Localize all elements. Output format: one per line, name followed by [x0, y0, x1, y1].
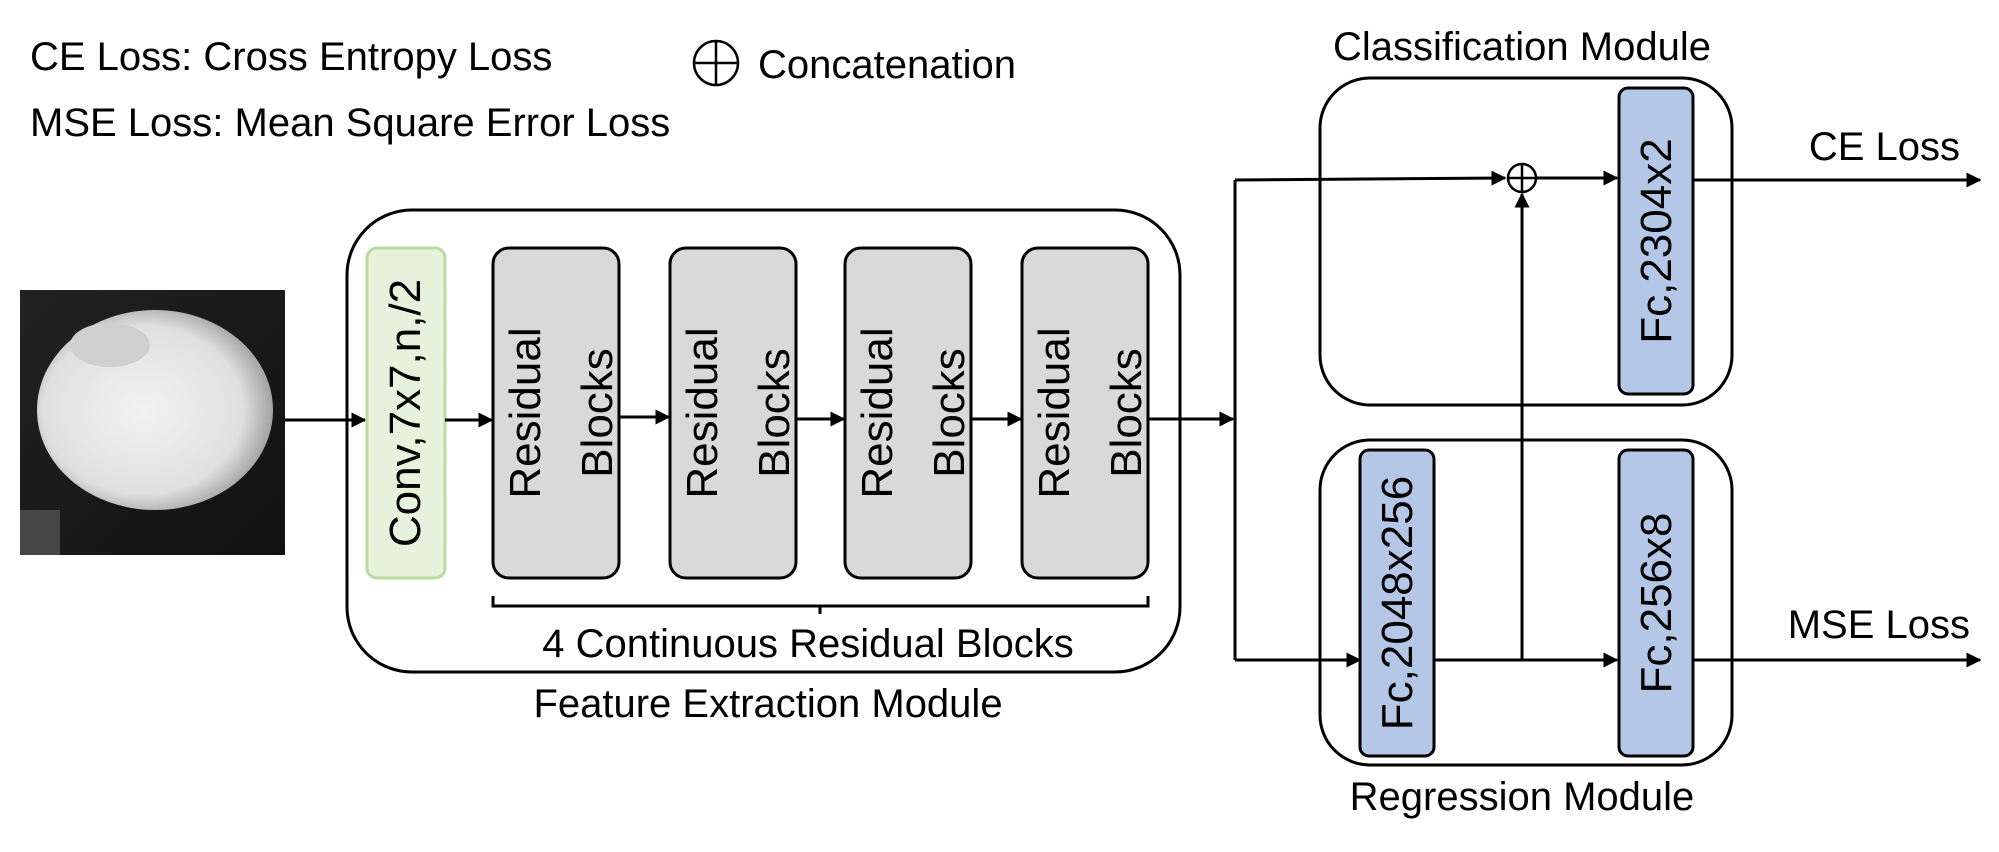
legend-ce-text: CE Loss: Cross Entropy Loss: [30, 35, 552, 79]
conv-block: [365, 246, 447, 580]
residual-label-top: Residual: [678, 327, 727, 498]
residual-label-top: Residual: [853, 327, 902, 498]
residual-block-2: Residual Blocks: [668, 246, 799, 580]
fc-2048x256-label: Fc,2048x256: [1373, 476, 1422, 730]
residual-block-4: Residual Blocks: [1020, 246, 1151, 580]
residual-brace: [491, 596, 1150, 614]
residual-label-bottom: Blocks: [925, 348, 974, 478]
conv-label: Conv,7x7,n,/2: [381, 279, 430, 547]
brace-label: 4 Continuous Residual Blocks: [542, 622, 1073, 666]
concat-node-icon: [1506, 162, 1538, 194]
fc-256x8-label: Fc,256x8: [1632, 513, 1681, 694]
arrow-to-concat: [1234, 170, 1507, 186]
fc-2048x256-block: [1358, 448, 1436, 758]
regression-module-title: Regression Module: [1350, 775, 1695, 819]
residual-block-3: Residual Blocks: [843, 246, 974, 580]
residual-block-1: Residual Blocks: [491, 246, 622, 580]
residual-label-top: Residual: [1030, 327, 1079, 498]
legend-mse-text: MSE Loss: Mean Square Error Loss: [30, 101, 670, 145]
residual-label-top: Residual: [501, 327, 550, 498]
fc-256x8-block: [1617, 448, 1695, 758]
residual-label-bottom: Blocks: [573, 348, 622, 478]
legend-concat-text: Concatenation: [758, 43, 1016, 87]
regression-module-box: [1318, 438, 1734, 767]
residual-label-bottom: Blocks: [750, 348, 799, 478]
feature-extraction-module-box: [345, 208, 1182, 674]
feature-module-title: Feature Extraction Module: [533, 682, 1002, 726]
classification-module-title: Classification Module: [1333, 25, 1711, 69]
mse-loss-label: MSE Loss: [1788, 603, 1970, 647]
fc-2304x2-block: [1617, 86, 1695, 396]
input-image: [20, 290, 285, 555]
classification-module-box: [1318, 76, 1734, 407]
fc-2304x2-label: Fc,2304x2: [1632, 138, 1681, 343]
residual-label-bottom: Blocks: [1102, 348, 1151, 478]
concatenation-icon: [692, 39, 740, 87]
ce-loss-label: CE Loss: [1809, 125, 1960, 169]
